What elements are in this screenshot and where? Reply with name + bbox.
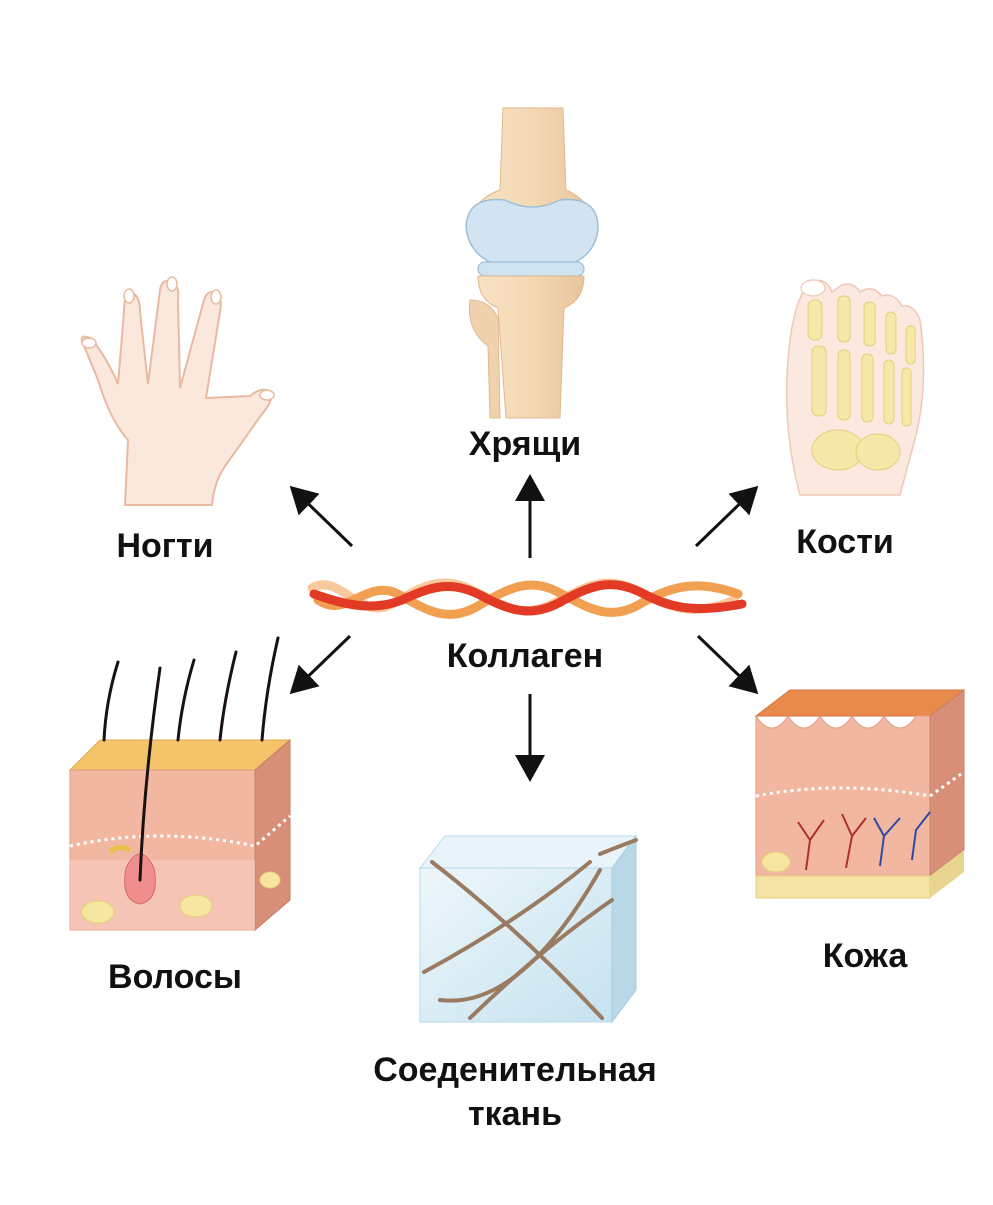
- arrow-to-skin: [696, 634, 759, 695]
- arrows: [289, 474, 759, 782]
- connective-tissue-label: Соеденительная ткань: [373, 1051, 657, 1133]
- arrow-to-hair: [289, 634, 352, 695]
- skin-label: Кожа: [822, 937, 908, 975]
- foot-bones-icon: [785, 279, 925, 496]
- cartilage-label: Хрящи: [468, 425, 582, 463]
- nails-label: Ногти: [116, 527, 214, 565]
- arrow-to-bones: [694, 485, 759, 548]
- knee-joint-icon: [465, 107, 599, 419]
- connective-tissue-cube-icon: [418, 834, 638, 1024]
- hair-skin-block-icon: [68, 636, 292, 932]
- hand-icon: [80, 276, 275, 506]
- arrow-to-nails: [289, 485, 354, 548]
- bones-label: Кости: [796, 523, 894, 561]
- collagen-label: Коллаген: [446, 637, 604, 675]
- collagen-helix-icon: [307, 578, 747, 619]
- skin-block-icon: [754, 688, 966, 899]
- hair-label: Волосы: [108, 958, 242, 996]
